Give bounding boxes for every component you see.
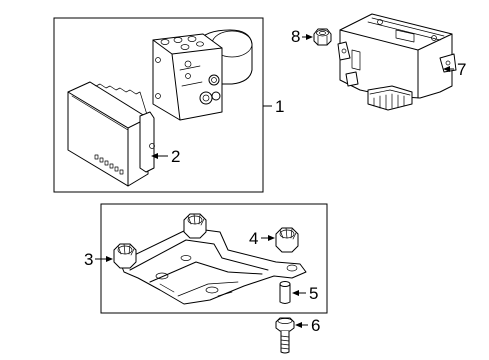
callout-3-label: 3 <box>84 250 93 269</box>
callout-1-label: 1 <box>275 97 284 116</box>
callout-5: 5 <box>292 284 318 303</box>
callout-6: 6 <box>295 316 320 335</box>
callout-2-label: 2 <box>171 147 180 166</box>
isolator-grommet-4 <box>275 227 299 253</box>
bolt-part-6 <box>275 317 295 354</box>
callout-6-label: 6 <box>311 316 320 335</box>
electronic-brake-control-module <box>337 13 457 111</box>
callout-8: 8 <box>291 27 313 46</box>
electronic-control-unit <box>67 81 155 187</box>
callout-7-label: 7 <box>457 60 466 79</box>
callout-8-label: 8 <box>291 27 300 46</box>
callout-2: 2 <box>151 147 180 166</box>
callout-1: 1 <box>263 97 284 116</box>
callout-5-label: 5 <box>309 284 318 303</box>
callout-4: 4 <box>249 229 275 248</box>
hydraulic-modulator-block <box>152 29 253 121</box>
callout-7: 7 <box>443 60 466 79</box>
isolator-grommet-center <box>183 213 207 239</box>
abs-modulator-assembly-box <box>53 17 264 193</box>
isolator-grommet-left <box>113 243 137 269</box>
callout-4-label: 4 <box>249 229 258 248</box>
mounting-bracket <box>119 227 307 305</box>
spacer-sleeve-5 <box>279 281 291 304</box>
nut-part-8 <box>313 28 332 46</box>
ecu-connector-pins <box>94 154 124 175</box>
callout-3: 3 <box>84 250 113 269</box>
